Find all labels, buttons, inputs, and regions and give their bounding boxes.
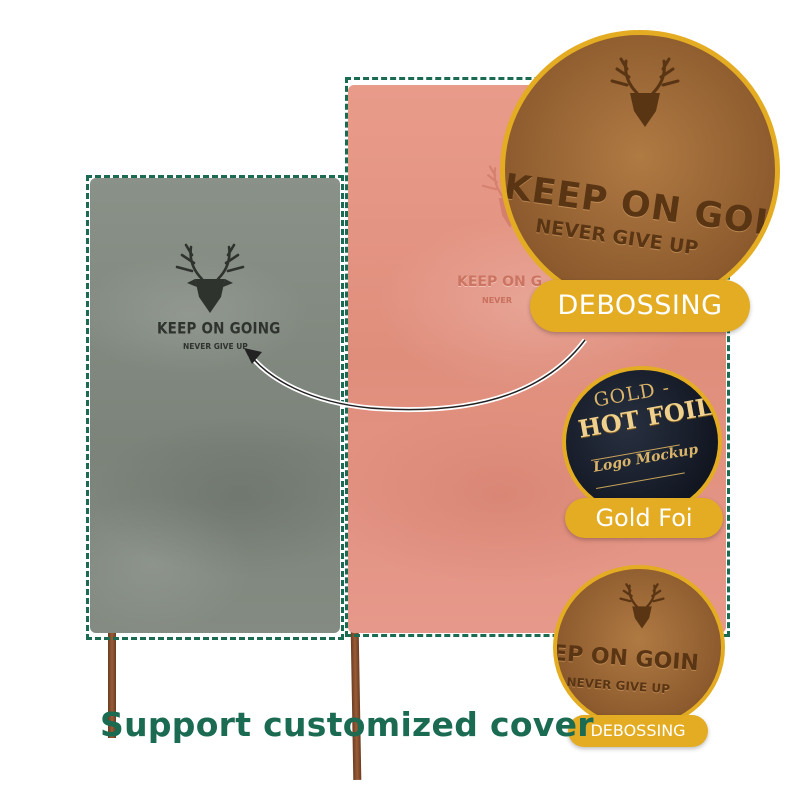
grey-notebook — [90, 178, 340, 633]
foil-divider — [596, 472, 685, 489]
grey-cover-frame — [86, 175, 344, 640]
deer-head-icon — [175, 243, 245, 313]
deer-head-icon — [610, 57, 680, 127]
gold-foil-closeup: GOLD - HOT FOIL Logo Mockup — [562, 366, 722, 518]
cover-title: KEEP ON GOING — [157, 319, 281, 339]
deer-head-icon — [619, 583, 665, 629]
cover-subtitle: NEVER GIVE UP — [183, 342, 248, 351]
gold-foil-label: Gold Foi — [565, 498, 723, 538]
bookmark-ribbon — [108, 628, 116, 738]
foil-text: Logo Mockup — [592, 441, 700, 476]
cover-title: KEEP ON G — [457, 274, 543, 290]
closeup-subtitle: NEVER GIVE UP — [566, 675, 671, 697]
cover-subtitle: NEVER — [482, 296, 512, 305]
debossing-label: DEBOSSING — [568, 715, 708, 747]
pointer-arrow-icon — [244, 338, 587, 413]
caption: Support customized cover — [100, 705, 594, 744]
closeup-title: EP ON GOIN — [553, 641, 700, 677]
debossing-label: DEBOSSING — [530, 280, 750, 332]
debossing-closeup: KEEP ON GOIN NEVER GIVE UP — [500, 30, 780, 310]
